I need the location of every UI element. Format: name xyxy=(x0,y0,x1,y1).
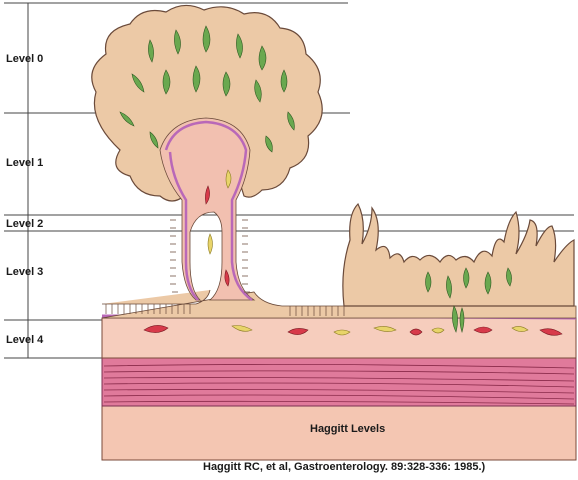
level-labels: Level 0 Level 1 Level 2 Level 3 Level 4 xyxy=(6,53,44,346)
figure-title: Haggitt Levels xyxy=(310,423,385,435)
citation-caption: Haggitt RC, et al, Gastroenterology. 89:… xyxy=(203,461,486,473)
level-4-label: Level 4 xyxy=(6,334,44,346)
submucosa-layer xyxy=(102,318,576,358)
level-0-label: Level 0 xyxy=(6,53,43,65)
level-1-label: Level 1 xyxy=(6,157,43,169)
polyp-stalk xyxy=(160,118,254,300)
level-2-label: Level 2 xyxy=(6,218,43,230)
pedunculated-polyp xyxy=(92,5,322,300)
level-3-label: Level 3 xyxy=(6,266,43,278)
sessile-polyp-body xyxy=(343,204,574,306)
stalk-vessel-yellow-2 xyxy=(208,234,213,254)
